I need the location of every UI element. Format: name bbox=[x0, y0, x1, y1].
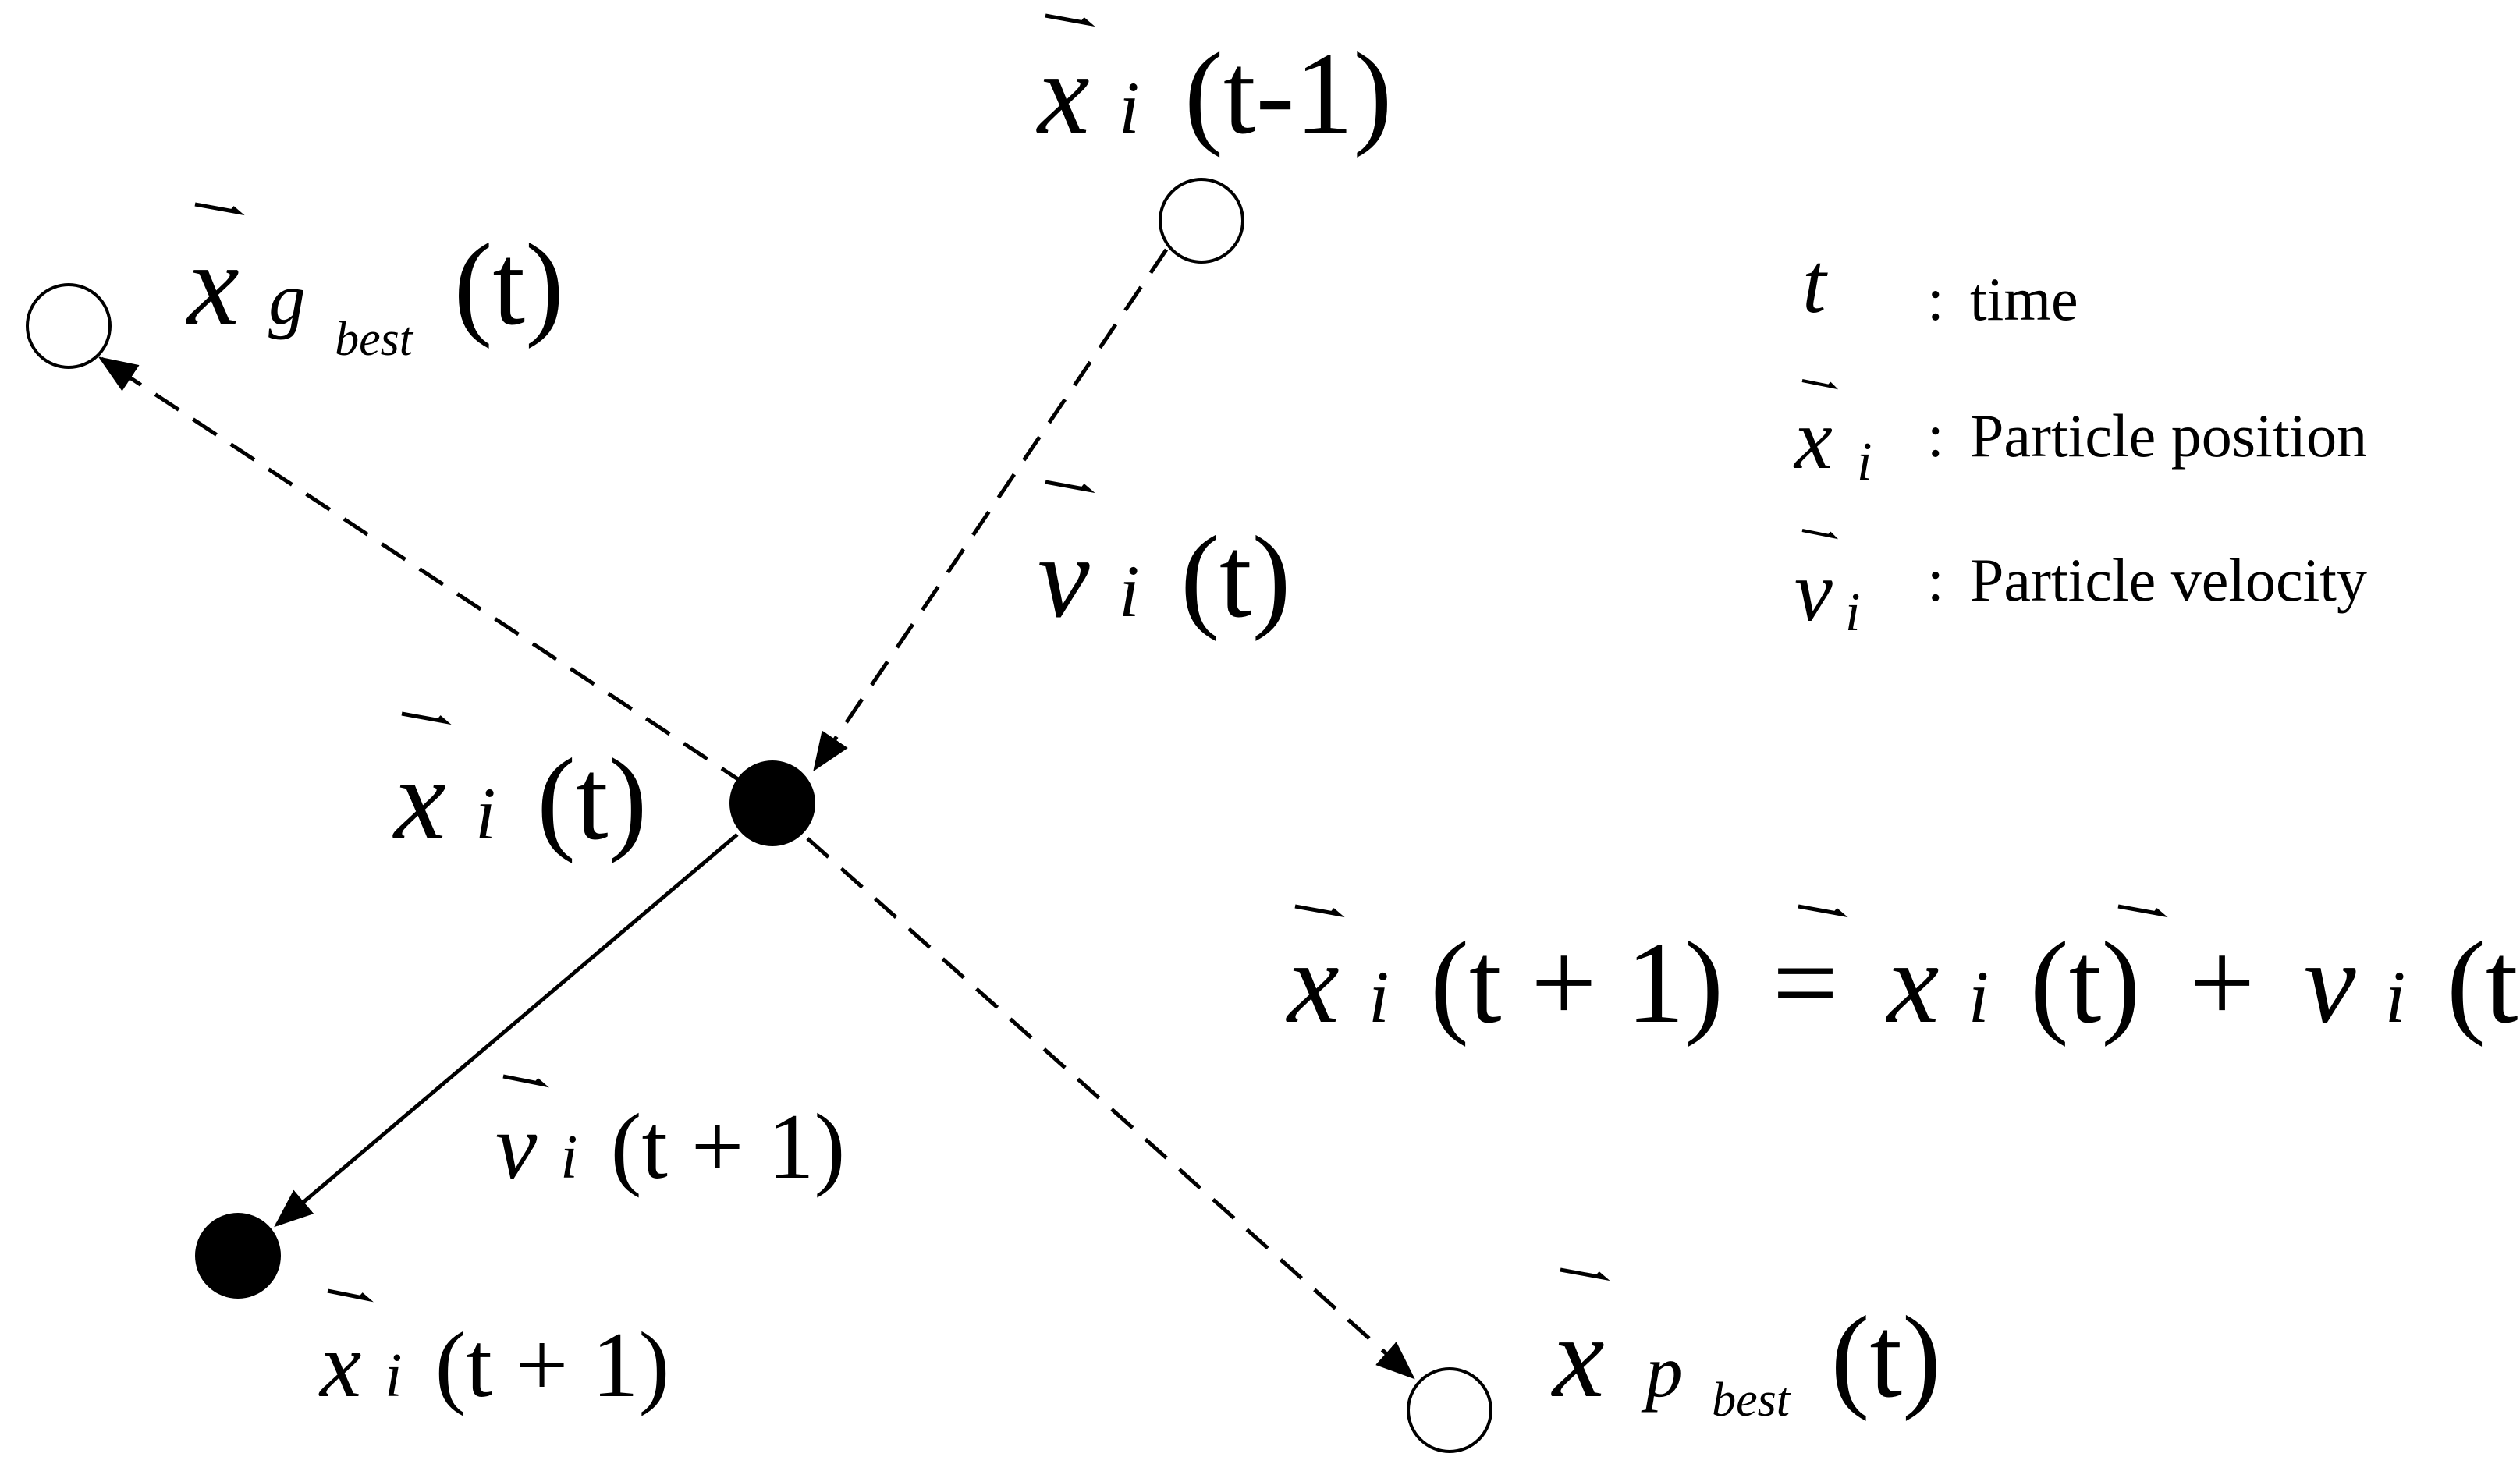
svg-text:x g best (t): x g best (t) bbox=[186, 220, 564, 381]
legend-symbol: x bbox=[1793, 392, 1833, 487]
legend-description: time bbox=[1970, 265, 2078, 333]
position-update-equation: x i (t + 1) = x i (t) + v i (t + 1) bbox=[1286, 904, 2520, 1047]
legend-subscript: i bbox=[1857, 432, 1872, 492]
legend-item-time: t : time bbox=[1802, 236, 2078, 333]
prev-position-node bbox=[1159, 178, 1244, 264]
vector-arrow-icon bbox=[1045, 480, 1095, 494]
pbest-node bbox=[1407, 1367, 1492, 1453]
svg-text:x p best (t): x p best (t) bbox=[1551, 1292, 1941, 1441]
next-position-label: x i (t + 1) bbox=[318, 1288, 669, 1416]
legend-colon: : bbox=[1927, 402, 1944, 470]
vector-arrow-icon bbox=[502, 1074, 549, 1088]
next-position-node bbox=[195, 1213, 281, 1299]
prev-position-label: x i (t-1) bbox=[1036, 13, 1393, 158]
svg-text:x i (t): x i (t) bbox=[392, 735, 648, 864]
legend-description: Particle velocity bbox=[1970, 546, 2367, 614]
svg-text:x i (t-1): x i (t-1) bbox=[1036, 29, 1393, 158]
current-velocity-label: v i (t) bbox=[1038, 480, 1291, 642]
legend-colon: : bbox=[1927, 265, 1944, 333]
legend-colon: : bbox=[1927, 546, 1944, 614]
svg-text:v i (t): v i (t) bbox=[1038, 512, 1291, 642]
vector-arrow-icon bbox=[401, 711, 452, 725]
gbest-label: x g best (t) bbox=[186, 202, 564, 381]
gbest-direction-line bbox=[98, 356, 747, 786]
current-position-node bbox=[729, 760, 815, 846]
next-velocity-line bbox=[274, 833, 739, 1228]
vector-arrow-icon bbox=[1560, 1267, 1610, 1281]
legend-symbol: t bbox=[1802, 236, 1828, 331]
legend-description: Particle position bbox=[1970, 402, 2367, 470]
vector-arrow-icon bbox=[327, 1288, 374, 1303]
svg-text:x i (t + 1): x i (t + 1) = x i (t) + v i (t + 1) bbox=[1286, 918, 2520, 1047]
legend-subscript: i bbox=[1845, 583, 1860, 643]
vector-arrow-icon bbox=[1045, 13, 1095, 27]
vector-arrow-icon bbox=[1294, 904, 1345, 918]
current-position-label: x i (t) bbox=[392, 711, 648, 864]
vector-arrow-icon bbox=[1801, 379, 1839, 390]
legend-item-position: x i : Particle position bbox=[1793, 379, 2367, 492]
vector-arrow-icon bbox=[1798, 904, 1848, 918]
pbest-label: x p best (t) bbox=[1551, 1267, 1941, 1441]
vector-arrow-icon bbox=[2117, 904, 2168, 918]
vector-arrow-icon bbox=[1801, 529, 1839, 540]
gbest-node bbox=[26, 283, 112, 369]
legend: t : time x i : Particle position v i : P… bbox=[1793, 236, 2367, 643]
svg-text:v i (t + 1): v i (t + 1) bbox=[495, 1094, 845, 1198]
legend-item-velocity: v i : Particle velocity bbox=[1794, 529, 2367, 643]
svg-text:x i (t + 1): x i (t + 1) bbox=[318, 1313, 669, 1416]
next-velocity-label: v i (t + 1) bbox=[495, 1074, 845, 1198]
vector-arrow-icon bbox=[194, 202, 245, 216]
current-velocity-line bbox=[813, 248, 1169, 772]
legend-symbol: v bbox=[1794, 544, 1833, 639]
